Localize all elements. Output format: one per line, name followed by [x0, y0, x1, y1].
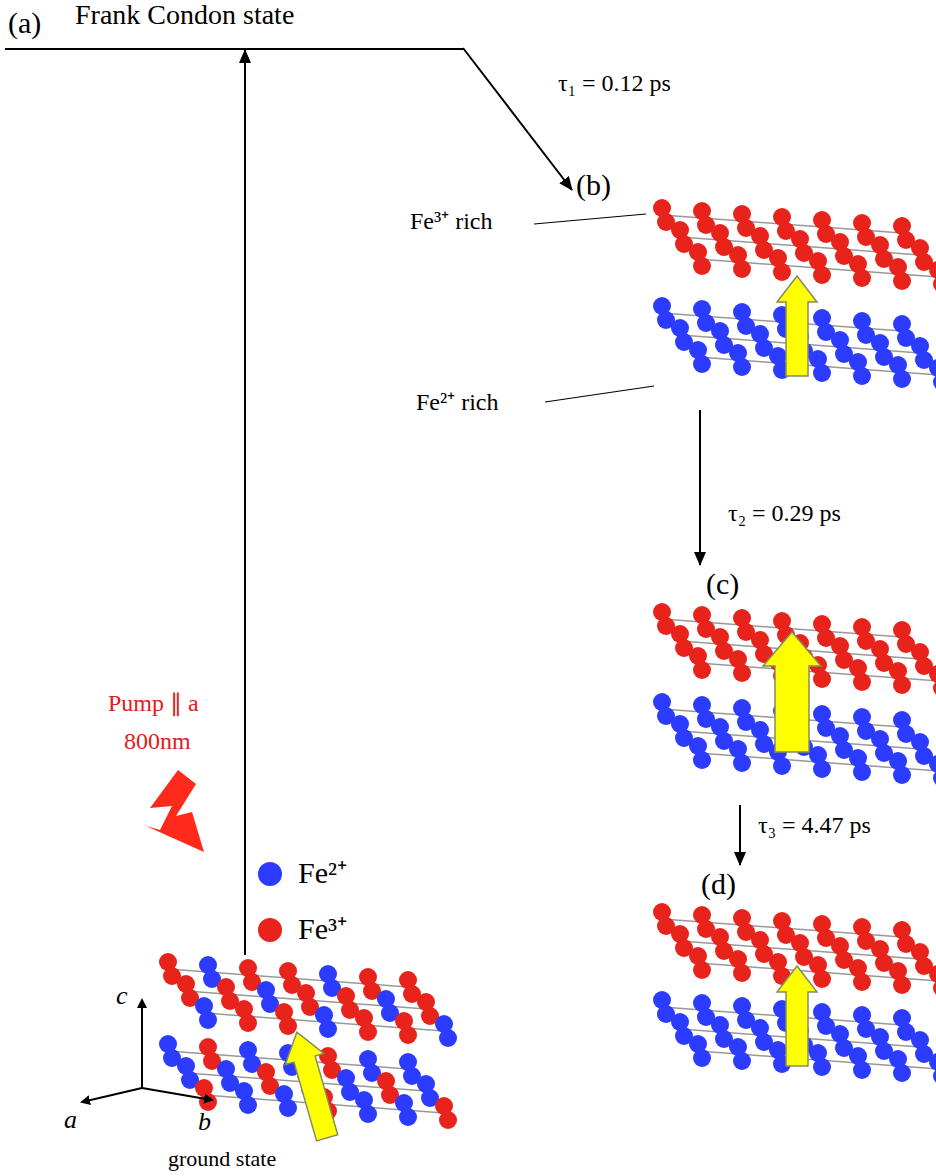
time-constant: τ₂ = 0.29 ps — [726, 500, 843, 526]
atom — [813, 364, 831, 382]
atom — [733, 260, 751, 278]
spin-arrow — [777, 966, 817, 1066]
atom — [693, 355, 711, 373]
atom — [929, 965, 936, 983]
pump-bolt — [146, 770, 204, 852]
atom — [933, 373, 936, 391]
atom — [439, 1029, 457, 1047]
atom — [813, 1058, 831, 1076]
state-node: ground state — [150, 955, 470, 1174]
atom — [693, 961, 711, 979]
state-label: ground state — [168, 1147, 276, 1171]
legend-swatch — [258, 918, 282, 942]
axis-label: c — [116, 982, 128, 1011]
atom — [279, 1017, 297, 1035]
atom — [929, 755, 936, 773]
atom — [853, 673, 871, 691]
leader-line — [545, 386, 654, 402]
layer-label: Fe²⁺ rich — [416, 389, 499, 415]
time-constant: τ₁ = 0.12 ps — [556, 70, 673, 96]
atom — [893, 766, 911, 784]
atom — [399, 1108, 417, 1126]
transition-arrow — [739, 805, 741, 865]
atom — [319, 1020, 337, 1038]
atom — [929, 261, 936, 279]
atom — [399, 1026, 417, 1044]
legend-text: Fe²⁺ — [298, 856, 347, 889]
spin-arrow — [278, 1027, 347, 1144]
atom — [893, 272, 911, 290]
atom — [199, 1011, 217, 1029]
atom-layer — [159, 953, 457, 1047]
atom — [693, 661, 711, 679]
transition-arrow — [699, 410, 701, 565]
atom — [693, 1049, 711, 1067]
atom — [813, 670, 831, 688]
atom — [893, 1064, 911, 1082]
atom — [693, 751, 711, 769]
atom — [733, 964, 751, 982]
atom — [933, 275, 936, 293]
state-node: (b) — [572, 166, 936, 410]
atom — [733, 1052, 751, 1070]
atom — [239, 1014, 257, 1032]
legend-swatch — [258, 862, 282, 886]
atom — [933, 679, 936, 697]
spin-arrow — [777, 276, 817, 376]
legend-text: Fe³⁺ — [298, 912, 347, 945]
atom — [853, 973, 871, 991]
atom — [853, 367, 871, 385]
crystal-layers — [159, 199, 936, 1129]
state-node: (a) Frank Condon state — [5, 0, 463, 50]
axis-label: a — [64, 1106, 77, 1135]
atom — [893, 976, 911, 994]
axes — [82, 1000, 212, 1102]
time-constant: τ₃ = 4.47 ps — [756, 812, 873, 838]
state-label: (d) — [701, 867, 736, 900]
atom — [439, 1111, 457, 1129]
atom — [813, 760, 831, 778]
pump-label: 800nm — [124, 728, 191, 754]
state-label: Frank Condon state — [75, 0, 294, 31]
atom — [853, 269, 871, 287]
atom — [929, 665, 936, 683]
leader-line — [534, 214, 646, 224]
atom — [733, 754, 751, 772]
atom — [773, 757, 791, 775]
atom — [933, 1067, 936, 1085]
state-node: (c) — [700, 565, 936, 805]
atom — [853, 763, 871, 781]
state-label: (b) — [576, 168, 611, 201]
atom — [893, 676, 911, 694]
spin-arrow — [763, 632, 821, 752]
atom — [279, 1099, 297, 1117]
atom — [813, 266, 831, 284]
atom — [693, 257, 711, 275]
atom — [813, 970, 831, 988]
axis-label: b — [198, 1108, 211, 1137]
layer-label: Fe³⁺ rich — [410, 208, 493, 234]
transition-arrow — [244, 50, 246, 955]
atom — [773, 263, 791, 281]
atom — [933, 769, 936, 787]
atom — [359, 1023, 377, 1041]
state-label: (c) — [706, 567, 739, 600]
atom — [929, 359, 936, 377]
pump-label: Pump ∥ a — [108, 690, 199, 716]
state-node: (d) — [695, 865, 936, 1105]
atom — [853, 1061, 871, 1079]
atom — [359, 1105, 377, 1123]
atom — [929, 1053, 936, 1071]
atom — [733, 358, 751, 376]
state-label: (a) — [8, 6, 41, 39]
atom — [933, 979, 936, 997]
atom — [893, 370, 911, 388]
atom — [239, 1096, 257, 1114]
spin-arrows — [278, 276, 821, 1143]
atom — [733, 664, 751, 682]
